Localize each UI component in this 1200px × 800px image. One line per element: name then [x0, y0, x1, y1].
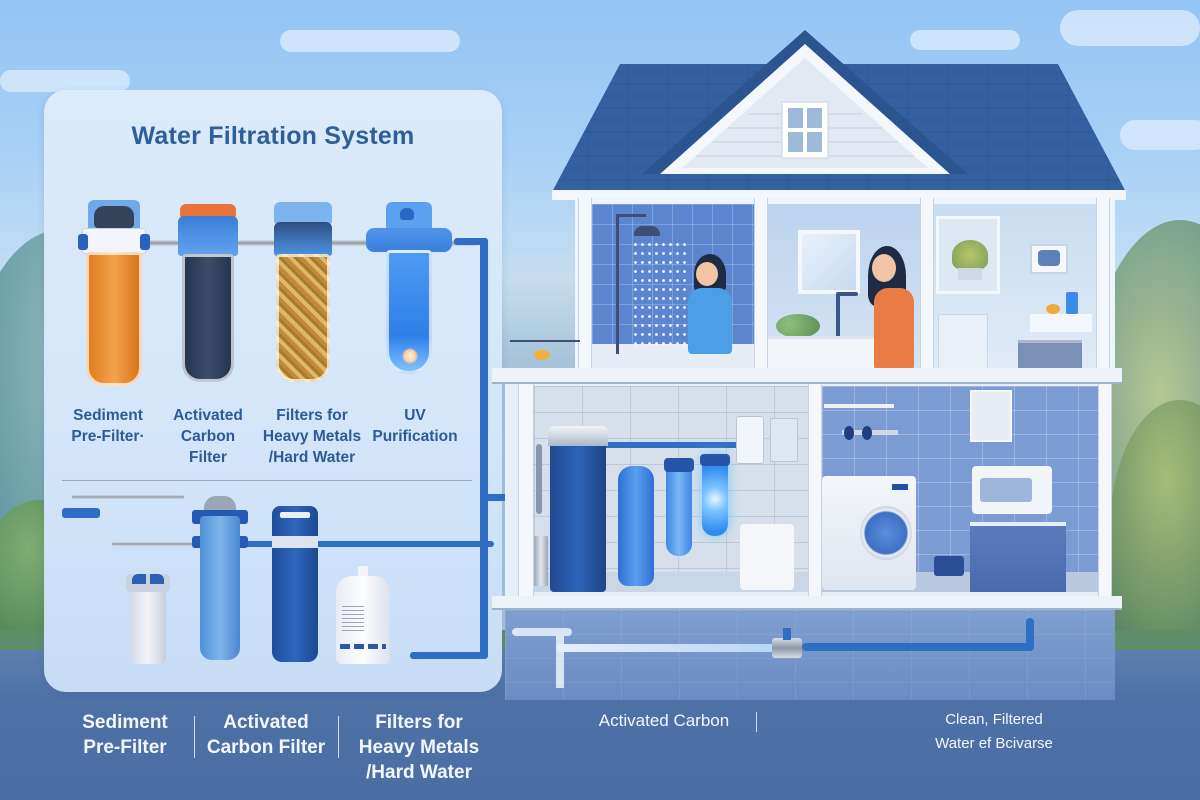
drain-pipe: [556, 634, 564, 688]
control-panel-icon: [736, 416, 764, 464]
cabinet-icon: [970, 522, 1066, 592]
detergent-basket-icon: [934, 556, 964, 576]
waste-bin-icon: [740, 524, 794, 590]
person-showering: [696, 262, 718, 286]
uv-lamp-cartridge-icon: [364, 200, 454, 380]
pillar: [578, 198, 592, 370]
cloud: [910, 30, 1020, 50]
supply-pipe: [410, 652, 488, 659]
clear-sediment-housing-icon: [126, 574, 170, 664]
manifold-pipe: [72, 495, 184, 499]
ground-floor-slab: [492, 596, 1122, 610]
cloud: [1060, 10, 1200, 46]
manifold-pipe: [112, 542, 198, 546]
glass-icon: [1066, 292, 1078, 314]
water-spray-icon: [632, 240, 686, 350]
control-panel-icon: [770, 418, 798, 462]
large-carbon-tank-icon: [548, 426, 608, 592]
filter-label-sediment: Sediment Pre-Filter·: [71, 407, 145, 445]
cloud: [0, 70, 130, 92]
heavy-metal-cartridge-icon: [272, 200, 334, 386]
uv-filter-cartridge-icon: [700, 454, 730, 536]
light-blue-filter-tank-icon: [192, 496, 248, 662]
laundry-room: [822, 386, 1098, 592]
pillar: [518, 384, 534, 598]
pillar: [1098, 384, 1112, 598]
mirror-icon: [798, 230, 860, 294]
vegetables-icon: [776, 314, 820, 338]
panel-title: Water Filtration System: [131, 122, 415, 150]
filter-label-heavy-metals: Filters for Heavy Metals /Hard Water: [262, 407, 362, 466]
bottom-label-activated-carbon: Activated Carbon: [598, 711, 730, 730]
house-foundation: [505, 610, 1115, 700]
pillar: [808, 384, 822, 598]
carbon-cartridge-icon: [176, 200, 240, 386]
supply-pipe: [454, 238, 488, 245]
main-water-line: [802, 643, 1032, 651]
cloud: [1120, 120, 1200, 150]
plant-icon: [952, 240, 988, 270]
wall-frame-icon: [970, 390, 1012, 442]
upper-floor-slab: [492, 368, 1122, 384]
bottom-label-clean-water: Clean, Filtered Water ef Bcivarse: [935, 711, 1053, 752]
white-softener-tank-icon: [336, 566, 390, 664]
faucet-icon: [836, 294, 840, 336]
pillar: [754, 198, 768, 370]
blue-filter-cartridge-icon: [664, 458, 694, 556]
kitchen-counter-room: [934, 204, 1096, 370]
label-separator: [338, 716, 339, 758]
balcony-railing: [510, 340, 580, 368]
utility-room-filters: [534, 386, 810, 592]
bottom-label-sediment: Sediment Pre-Filter: [82, 712, 168, 758]
pillar: [1096, 198, 1110, 370]
shower-room: [592, 204, 754, 370]
inlet-valve: [62, 508, 100, 518]
sediment-cartridge-icon: [78, 200, 150, 390]
filter-label-uv: UV Purification: [372, 407, 458, 445]
dark-blue-carbon-tank-icon: [272, 506, 318, 662]
lower-pipe: [230, 541, 494, 547]
label-separator: [194, 716, 195, 758]
kitchen-sink-room: [768, 204, 920, 370]
fruit-bowl-icon: [534, 350, 550, 360]
person-washing: [872, 254, 896, 282]
drain-pipe: [512, 628, 572, 636]
shower-head-icon: [634, 226, 660, 236]
water-meter-icon: [772, 638, 802, 658]
panel-divider: [62, 480, 472, 481]
main-water-line: [1026, 618, 1034, 651]
house-roof: [552, 30, 1126, 200]
filter-label-carbon: Activated Carbon Filter: [173, 407, 243, 466]
washing-machine-icon: [822, 476, 916, 590]
pillar: [920, 198, 934, 370]
bottom-label-carbon: Activated Carbon Filter: [206, 712, 326, 758]
microwave-icon: [972, 466, 1052, 514]
cloud: [280, 30, 460, 52]
bottom-label-heavy-metals: Filters for Heavy Metals /Hard Water: [358, 712, 480, 783]
main-water-line: [556, 644, 776, 652]
metal-canister-icon: [534, 536, 548, 586]
pressure-tank-icon: [618, 466, 654, 586]
water-meter-valve: [783, 628, 791, 640]
supply-pipe: [480, 238, 488, 658]
label-separator: [756, 712, 757, 732]
